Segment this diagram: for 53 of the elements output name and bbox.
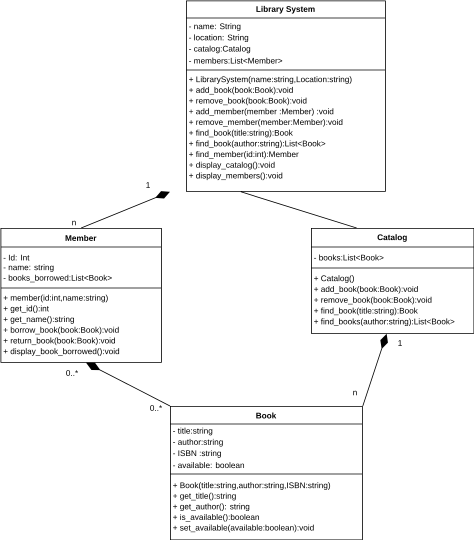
method-text: + get_author(): string xyxy=(173,503,250,512)
method-text: + is_available():boolean xyxy=(173,514,259,522)
method-text: + remove_member(member:Member):void xyxy=(189,118,342,127)
method-text: + find_member(id:int):Member xyxy=(189,151,299,159)
method-text: + borrow_book(book:Book):void xyxy=(4,326,119,334)
attribute-text: - books_borrowed:List<Book> xyxy=(4,274,112,282)
attribute-text: - title:string xyxy=(173,428,212,436)
method-text: + Catalog() xyxy=(314,275,354,283)
multiplicity-label: 0..* xyxy=(66,370,78,376)
multiplicity-label: 1 xyxy=(146,182,150,188)
method-text: + add_book(book:Book):void xyxy=(189,86,293,95)
method-text: + add_member(member :Member) :void xyxy=(189,108,334,116)
attribute-text: - author:string xyxy=(173,438,223,447)
attribute-text: - name: string xyxy=(4,264,54,272)
class-name: Catalog xyxy=(378,234,407,242)
method-text: + find_book(title:string):Book xyxy=(189,130,293,138)
class-box xyxy=(186,0,386,192)
method-text: + display_book_borrowed():void xyxy=(4,348,120,356)
attribute-text: - ISBN :string xyxy=(173,450,221,458)
method-text: + Book(title:string,author:string,ISBN:string) xyxy=(173,482,330,490)
method-text: + get_title():string xyxy=(173,492,236,500)
attribute-text: - name: String xyxy=(189,23,240,31)
association-line xyxy=(80,191,170,228)
multiplicity-label: 0..* xyxy=(150,405,162,411)
method-text: + display_catalog():void xyxy=(189,162,275,170)
class-box xyxy=(0,228,162,363)
attribute-text: - location: String xyxy=(189,34,248,42)
class-box xyxy=(310,228,474,334)
method-text: + set_available(available:boolean):void xyxy=(173,524,314,532)
method-text: + add_book(book:Book):void xyxy=(314,286,418,294)
method-text: + find_book(title:string):Book xyxy=(314,308,418,316)
attribute-text: - books:List<Book> xyxy=(314,254,384,260)
class-name: Member xyxy=(66,235,96,241)
class-name: Library System xyxy=(256,6,315,14)
attribute-text: - members:List<Member> xyxy=(189,58,282,64)
attribute-text: - Id: Int xyxy=(4,254,30,260)
method-text: + find_books(author:string):List<Book> xyxy=(314,318,454,326)
association-line xyxy=(240,191,358,228)
method-text: + get_id():int xyxy=(4,305,49,314)
method-text: + return_book(book:Book):void xyxy=(4,337,115,346)
method-text: + remove_book(book:Book):void xyxy=(314,296,432,304)
attribute-text: - catalog:Catalog xyxy=(189,46,250,54)
method-text: + LibrarySystem(name:string,Location:string) xyxy=(189,76,352,84)
method-text: + get_name():string xyxy=(4,316,74,324)
attribute-text: - available: boolean xyxy=(173,462,244,468)
method-text: + display_members():void xyxy=(189,172,282,180)
class-name: Book xyxy=(256,412,276,419)
multiplicity-label: n xyxy=(72,220,76,226)
method-text: + member(id:int,name:string) xyxy=(4,294,108,302)
method-text: + find_book(author:string):List<Book> xyxy=(189,140,326,148)
class-box xyxy=(170,406,363,540)
multiplicity-label: n xyxy=(353,390,357,396)
method-text: + remove_book(book:Book):void xyxy=(189,98,306,106)
